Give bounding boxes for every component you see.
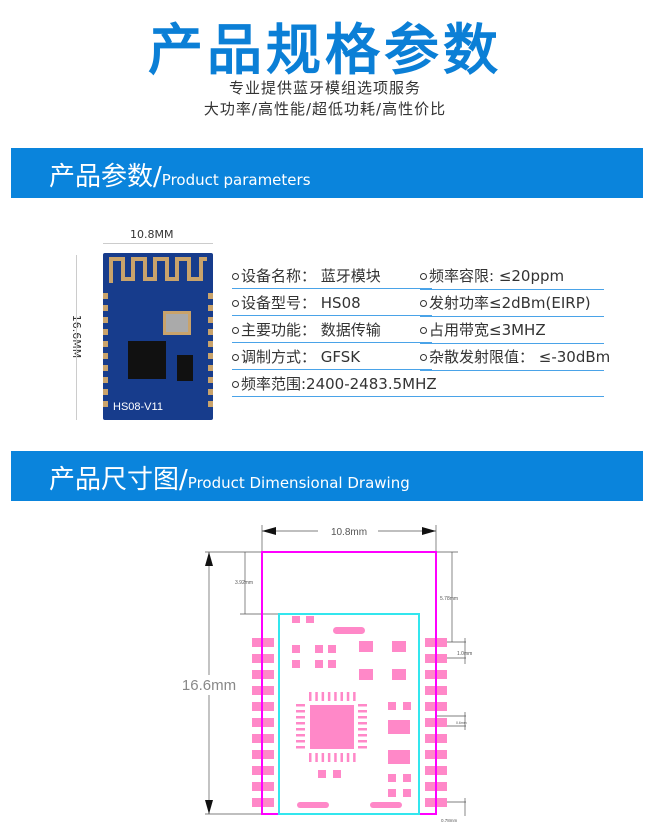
param-text: 主要功能： 数据传输	[241, 321, 381, 339]
chip-pin	[315, 692, 318, 701]
chip-pin	[346, 753, 350, 762]
bullet-icon	[232, 327, 239, 334]
bullet-icon	[232, 381, 239, 388]
chip-pin	[296, 716, 305, 719]
param-text: 发射功率≤2dBm(EIRP)	[429, 294, 591, 312]
dim-3-92: 3.92mm	[235, 580, 253, 586]
width-label: 10.8mm	[331, 527, 367, 538]
param-text: 占用带宽≤3MHZ	[429, 321, 546, 339]
bullet-icon	[420, 273, 427, 280]
chip-pin	[296, 734, 305, 737]
param-text: 杂散发射限值： ≤-30dBm	[429, 348, 611, 366]
param-text: 频率容限: ≤20ppm	[429, 267, 565, 285]
chip-pin	[358, 728, 367, 731]
chip-pin	[358, 746, 367, 749]
chip-pin	[327, 692, 331, 701]
internal-pads	[292, 616, 411, 808]
arrow-icons	[205, 527, 436, 814]
section-title-en: Product parameters	[161, 171, 311, 189]
param-row: 杂散发射限值： ≤-30dBm	[420, 346, 610, 370]
height-label: 16.6mm	[182, 677, 236, 694]
subtitle-services: 专业提供蓝牙模组选项服务	[228, 79, 421, 97]
param-row: 调制方式： GFSK	[232, 346, 432, 370]
param-row: 占用带宽≤3MHZ	[420, 319, 604, 343]
subtitle-features: 大功率/高性能/超低功耗/高性价比	[203, 100, 447, 118]
section-title-en: Product Dimensional Drawing	[187, 474, 410, 492]
dim-0-78: 0.78mm	[441, 818, 458, 823]
chip-pin	[340, 692, 343, 701]
height-dimension-line	[76, 255, 77, 420]
section-title-cn: 产品参数	[49, 162, 154, 192]
param-text: 调制方式： GFSK	[241, 348, 361, 366]
chip-pin	[296, 722, 305, 725]
pcb-silk-label: HS08-V11	[113, 401, 163, 413]
bullet-icon	[232, 273, 239, 280]
chip-pin	[358, 710, 367, 713]
param-row: 发射功率≤2dBm(EIRP)	[420, 292, 604, 316]
chip-pin	[321, 692, 325, 701]
chip-pin	[315, 753, 318, 762]
chip-pin	[346, 692, 350, 701]
dim-0-6: 0.6mm	[456, 721, 467, 725]
param-text: 频率范围:2400-2483.5MHZ	[241, 375, 437, 393]
chip-pin	[334, 753, 337, 762]
width-dimension-line	[103, 243, 213, 244]
chip-pin	[358, 740, 367, 743]
bullet-icon	[232, 354, 239, 361]
param-row: 频率容限: ≤20ppm	[420, 265, 604, 289]
param-row: 设备名称： 蓝牙模块	[232, 265, 432, 289]
chip-pin	[358, 716, 367, 719]
dimensional-drawing: 10.8mm 16.6mm 3.92mm 5.78mm 1.0mm 0.6mm …	[180, 525, 472, 823]
chip-pin	[334, 692, 337, 701]
chip-pin	[296, 728, 305, 731]
param-text: 设备名称： 蓝牙模块	[241, 267, 381, 285]
bullet-icon	[420, 327, 427, 334]
antenna-trace	[109, 257, 207, 283]
chip-pin	[358, 704, 367, 707]
section-slash: /	[153, 162, 162, 192]
photo-width-label: 10.8MM	[130, 228, 174, 241]
chip-pin	[296, 740, 305, 743]
divider	[420, 370, 604, 371]
dim-5-78: 5.78mm	[440, 596, 458, 602]
section-header-parameters: 产品参数/Product parameters	[11, 148, 643, 198]
chip-pin	[309, 692, 312, 701]
chip-pin	[296, 710, 305, 713]
bullet-icon	[420, 354, 427, 361]
param-row: 频率范围:2400-2483.5MHZ	[232, 373, 604, 397]
section-slash: /	[179, 465, 188, 495]
chip-pin	[296, 746, 305, 749]
chip-pin	[353, 753, 356, 762]
chip-pins	[296, 692, 367, 762]
dim-1-0: 1.0mm	[457, 651, 472, 657]
chip-pin	[309, 753, 312, 762]
chip-pin	[321, 753, 325, 762]
chip-pin	[358, 734, 367, 737]
param-text: 设备型号： HS08	[241, 294, 361, 312]
param-row: 设备型号： HS08	[232, 292, 432, 316]
chip-pin	[353, 692, 356, 701]
param-row: 主要功能： 数据传输	[232, 319, 432, 343]
chip-pin	[340, 753, 343, 762]
inductor	[177, 355, 193, 381]
divider	[420, 316, 604, 317]
shield-outline	[278, 613, 420, 815]
bullet-icon	[232, 300, 239, 307]
section-header-drawing: 产品尺寸图/Product Dimensional Drawing	[11, 451, 643, 501]
bluetooth-module-photo: HS08-V11	[103, 253, 213, 420]
section-title-cn: 产品尺寸图	[49, 465, 180, 495]
edge-pads	[103, 293, 213, 407]
divider	[420, 289, 604, 290]
chip-pin	[327, 753, 331, 762]
page-title: 产品规格参数	[147, 18, 502, 82]
bullet-icon	[420, 300, 427, 307]
chip-pin	[296, 704, 305, 707]
chip-pin	[358, 722, 367, 725]
divider	[420, 343, 604, 344]
pcb-illustration: HS08-V11	[103, 257, 213, 413]
chip	[128, 341, 166, 379]
